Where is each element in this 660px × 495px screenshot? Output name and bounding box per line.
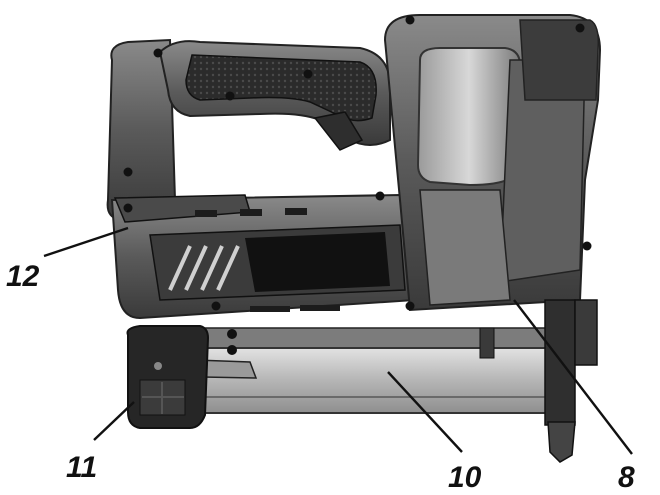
vent-slots xyxy=(168,245,240,291)
leader-line-12 xyxy=(43,226,129,258)
arm-slots xyxy=(195,208,340,312)
contact-trip xyxy=(574,299,598,366)
callout-label-11: 11 xyxy=(66,451,97,484)
callout-label-8: 8 xyxy=(618,461,635,494)
dark-inset xyxy=(245,232,390,292)
battery-top xyxy=(519,19,600,101)
callout-10: 10 xyxy=(387,371,482,494)
magazine xyxy=(138,299,598,463)
nose-block xyxy=(419,189,511,306)
callout-8: 8 xyxy=(513,299,635,494)
callout-11: 11 xyxy=(66,401,135,484)
magazine-end-cap xyxy=(126,325,210,429)
callout-label-12: 12 xyxy=(6,260,40,293)
nose-piece xyxy=(544,299,576,426)
nose-tip xyxy=(547,421,576,463)
screws xyxy=(123,15,592,311)
handle-grip xyxy=(185,54,377,122)
magazine-rail xyxy=(204,327,566,351)
trigger xyxy=(313,111,364,151)
leader-line-8 xyxy=(513,299,633,455)
nailer-body xyxy=(106,14,602,320)
leader-line-10 xyxy=(387,371,463,453)
magazine-channel xyxy=(204,347,571,414)
leader-line-11 xyxy=(93,401,135,441)
callout-label-10: 10 xyxy=(448,461,482,494)
callout-12: 12 xyxy=(6,226,129,293)
